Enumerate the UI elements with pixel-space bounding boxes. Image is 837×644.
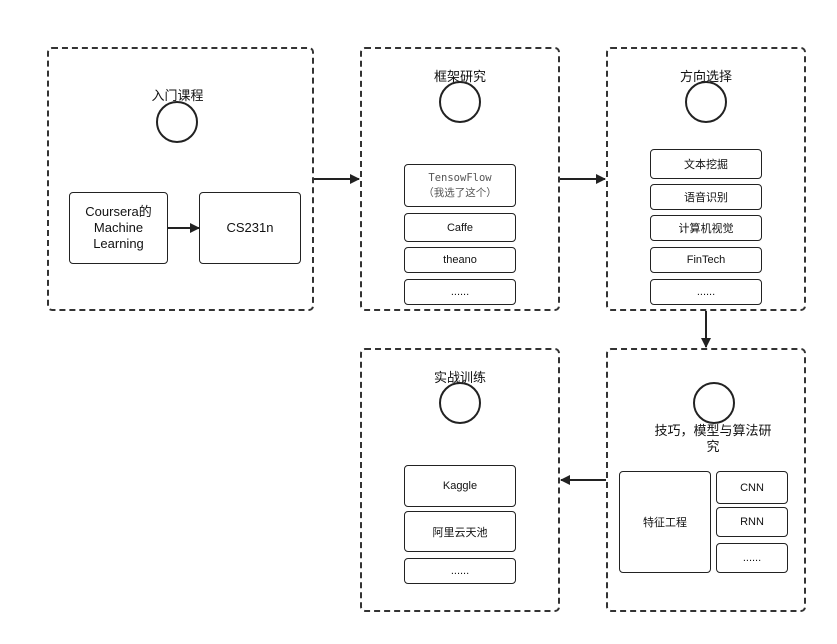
- intro-courses-group: [47, 47, 314, 311]
- practice-circle-icon: [439, 382, 481, 424]
- direction-fintech-box: FinTech: [650, 247, 762, 273]
- practice-title: 实战训练: [433, 370, 486, 385]
- direction-text-mining-box: 文本挖掘: [650, 149, 762, 179]
- direction-vision-box: 计算机视觉: [650, 215, 762, 241]
- practice-tianchi-box: 阿里云天池: [404, 511, 516, 552]
- framework-tensorflow-box: TensowFlow （我选了这个）: [404, 164, 516, 207]
- cs231n-box: CS231n: [199, 192, 301, 264]
- framework-tensorflow-note: （我选了这个）: [423, 186, 497, 199]
- coursera-ml-box: Coursera的 Machine Learning: [69, 192, 168, 264]
- techniques-title: 技巧，模型与算法研究: [654, 423, 772, 454]
- direction-more-box: ......: [650, 279, 762, 305]
- direction-speech-box: 语音识别: [650, 184, 762, 210]
- technique-feature-engineering-box: 特征工程: [619, 471, 711, 573]
- frameworks-title: 框架研究: [433, 69, 486, 84]
- practice-kaggle-box: Kaggle: [404, 465, 516, 507]
- techniques-circle-icon: [693, 382, 735, 424]
- framework-theano-box: theano: [404, 247, 516, 273]
- framework-caffe-box: Caffe: [404, 213, 516, 242]
- framework-more-box: ......: [404, 279, 516, 305]
- practice-more-box: ......: [404, 558, 516, 584]
- technique-rnn-box: RNN: [716, 507, 788, 537]
- intro-courses-title: 入门课程: [151, 88, 204, 103]
- directions-title: 方向选择: [679, 69, 732, 84]
- intro-courses-circle-icon: [156, 101, 198, 143]
- technique-more-box: ......: [716, 543, 788, 573]
- directions-circle-icon: [685, 81, 727, 123]
- framework-tensorflow-name: TensowFlow: [428, 171, 492, 184]
- frameworks-circle-icon: [439, 81, 481, 123]
- technique-cnn-box: CNN: [716, 471, 788, 504]
